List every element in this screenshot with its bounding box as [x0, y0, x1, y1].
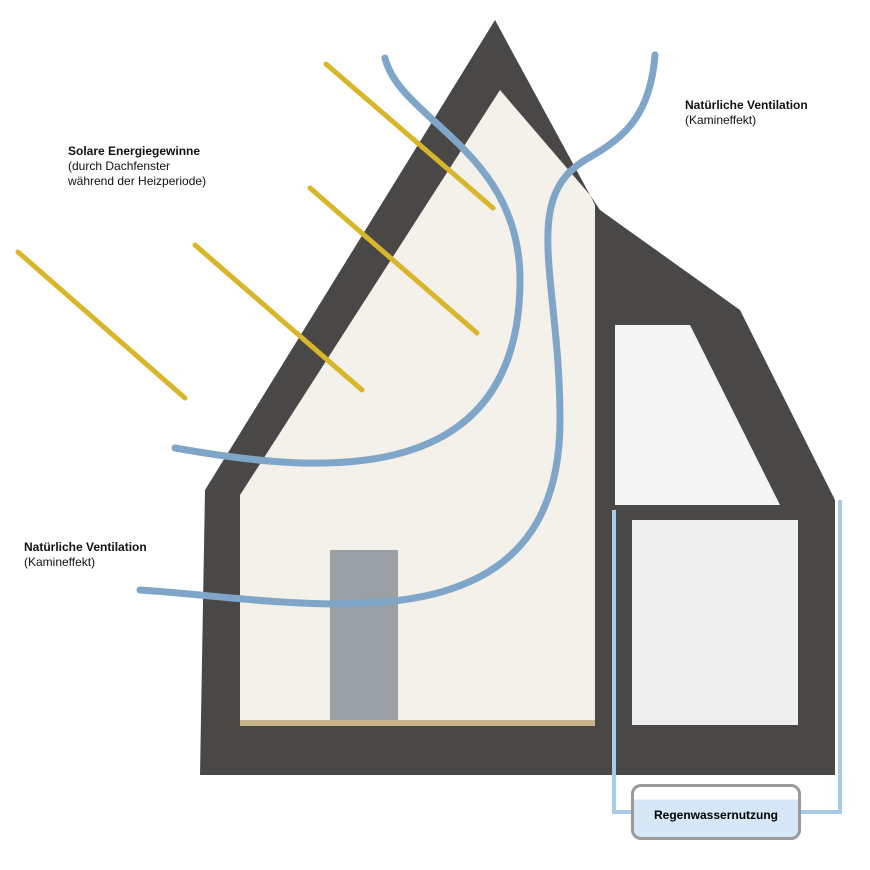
airflow-roof-right — [136, 51, 659, 608]
solar-sub2: während der Heizperiode) — [68, 174, 207, 188]
sun-ray — [192, 242, 365, 393]
ventilation-top-label: Natürliche Ventilation (Kamineffekt) — [685, 98, 808, 128]
vent-left-sub: (Kamineffekt) — [24, 555, 96, 569]
sun-rays — [15, 61, 496, 401]
solar-sub1: (durch Dachfenster — [68, 159, 171, 173]
sun-ray — [15, 249, 188, 401]
solar-gains-label: Solare Energiegewinne (durch Dachfenster… — [68, 144, 206, 189]
rainwater-pipe-right — [800, 500, 842, 814]
main-interior — [240, 90, 595, 725]
floor — [240, 720, 595, 726]
solar-title: Solare Energiegewinne — [68, 144, 201, 158]
side-room-upper — [615, 325, 780, 505]
air-flows — [136, 51, 659, 608]
vent-left-title: Natürliche Ventilation — [24, 540, 147, 554]
sun-ray — [323, 61, 496, 211]
ventilation-left-label: Natürliche Ventilation (Kamineffekt) — [24, 540, 147, 570]
side-room-lower — [632, 520, 798, 725]
sun-ray — [307, 185, 480, 336]
airflow-roof-left — [171, 54, 524, 467]
vent-top-sub: (Kamineffekt) — [685, 113, 757, 127]
door — [330, 550, 398, 720]
vent-top-title: Natürliche Ventilation — [685, 98, 808, 112]
rainwater-box: Regenwassernutzung — [631, 784, 801, 840]
rainwater-pipe — [612, 510, 632, 814]
